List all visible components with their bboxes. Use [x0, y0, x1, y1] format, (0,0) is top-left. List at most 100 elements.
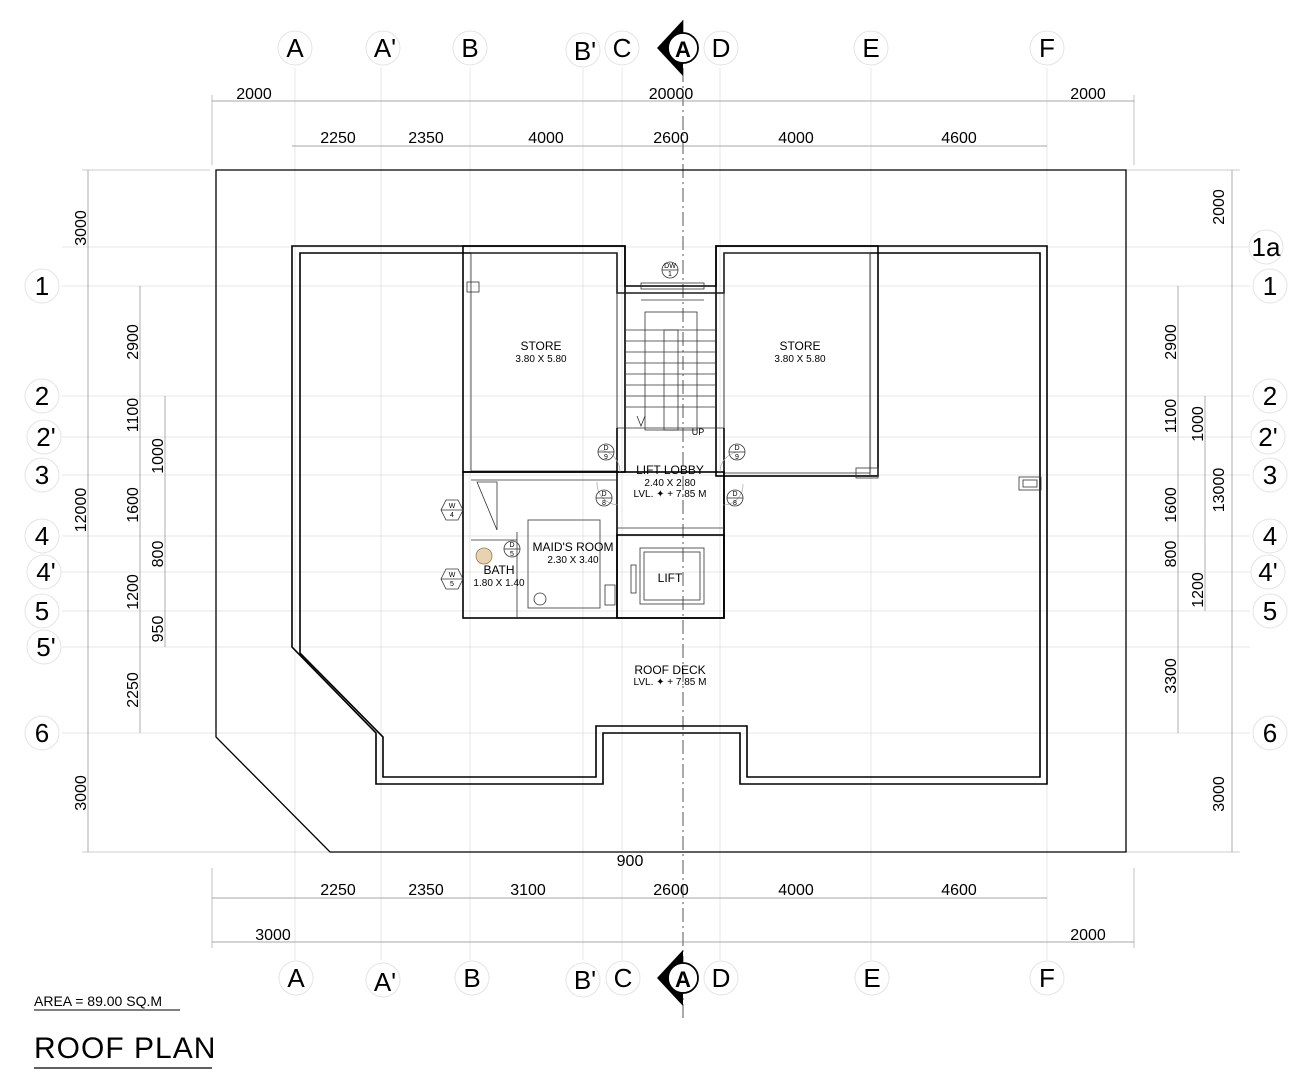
- right-row-label: 6: [1263, 718, 1277, 748]
- grid-lines: [62, 68, 1250, 960]
- dimension-text: 4600: [941, 130, 977, 147]
- dimension-text: 2000: [1070, 927, 1106, 944]
- bed: [527, 519, 601, 609]
- tag-bottom: 9: [735, 454, 739, 461]
- lift-shaft: [616, 534, 725, 619]
- room-name-roof-deck: ROOF DECK: [634, 663, 705, 677]
- lift-car: [639, 547, 705, 605]
- room-level-lift-lobby: LVL. ✦ + 7.85 M: [634, 489, 707, 500]
- tag-bottom: 8: [733, 500, 737, 507]
- dimension-text: 2900: [1163, 324, 1180, 360]
- tag-top: D: [509, 542, 514, 549]
- left-row-label: 2: [35, 381, 49, 411]
- dimension-text: 1600: [1163, 487, 1180, 523]
- dimension-text: 2250: [320, 882, 356, 899]
- bottom-col-label: A': [374, 967, 396, 997]
- dimension-text: 2900: [125, 324, 142, 360]
- drawing-title: ROOF PLAN: [34, 1032, 216, 1065]
- tag-top: W: [449, 572, 456, 579]
- right-row-label: 1a: [1252, 232, 1281, 262]
- parapet-inner: [299, 252, 1041, 778]
- roof-slab-outline: [215, 169, 1127, 853]
- tag-top: W: [449, 503, 456, 510]
- tag-bottom: 5: [450, 581, 454, 588]
- dimension-text: 800: [1163, 541, 1180, 568]
- dimension-text: 800: [150, 541, 167, 568]
- dimension-text: 2000: [236, 86, 272, 103]
- right-row-label: 2': [1258, 422, 1277, 452]
- top-col-label: F: [1039, 33, 1055, 63]
- bottom-col-label: C: [614, 963, 633, 993]
- tag-bottom: 5: [510, 551, 514, 558]
- dimension-lines: [82, 95, 1240, 948]
- tag-bottom: 1: [668, 271, 672, 278]
- dimension-text: 20000: [649, 86, 694, 103]
- room-name-lift-lobby: LIFT LOBBY: [636, 463, 704, 477]
- room-level-roof-deck: LVL. ✦ + 7.85 M: [634, 677, 707, 688]
- dimension-text: 2000: [1070, 86, 1106, 103]
- dimension-text: 3100: [510, 882, 546, 899]
- top-col-label: B: [461, 33, 478, 63]
- stair: [616, 282, 725, 431]
- right-dimensions: 2000 13000 3000 2900 1100 1600 1200 3300…: [1163, 189, 1228, 812]
- room-name-bath: BATH: [483, 563, 514, 577]
- left-row-label: 3: [35, 460, 49, 490]
- roof-vent: [1018, 476, 1042, 491]
- left-row-label: 6: [35, 718, 49, 748]
- dimension-text: 2250: [125, 672, 142, 708]
- room-name-lift: LIFT: [658, 571, 683, 585]
- tag-top: D: [732, 491, 737, 498]
- dimension-text: 1100: [1163, 399, 1180, 434]
- bottom-column-bubbles: A A' B B' C D E F: [278, 960, 1065, 998]
- dimension-text: 13000: [1211, 468, 1228, 513]
- room-size-lift-lobby: 2.40 X 2.80: [644, 478, 696, 489]
- section-marker-label: A: [675, 37, 691, 62]
- dimension-text: 900: [617, 853, 644, 870]
- top-col-label: D: [712, 33, 731, 63]
- door-window-tags: DW 1 D 9 D 9 D 8 D 8 D 5 W 4 W 5 UP: [440, 261, 746, 590]
- room-labels: STORE 3.80 X 5.80 STORE 3.80 X 5.80 LIFT…: [473, 339, 826, 688]
- right-row-label: 4: [1263, 521, 1277, 551]
- room-name-store-left: STORE: [520, 339, 561, 353]
- dimension-text: 1000: [1190, 406, 1207, 442]
- right-row-label: 5: [1263, 596, 1277, 626]
- left-row-label: 2': [36, 422, 55, 452]
- dimension-text: 1200: [125, 574, 142, 610]
- tag-bottom: 4: [450, 512, 454, 519]
- right-row-label: 2: [1263, 381, 1277, 411]
- dimension-text: 1200: [1190, 572, 1207, 608]
- room-name-maids-room: MAID'S ROOM: [533, 540, 614, 554]
- room-size-bath: 1.80 X 1.40: [473, 578, 525, 589]
- top-col-label: C: [613, 33, 632, 63]
- left-row-label: 1: [35, 271, 49, 301]
- dimension-text: 950: [150, 616, 167, 643]
- dimension-text: 2350: [408, 130, 444, 147]
- dimension-text: 3000: [255, 927, 291, 944]
- dimension-text: 1100: [125, 398, 142, 433]
- section-marker-label: A: [675, 967, 691, 992]
- dimension-text: 1000: [150, 438, 167, 474]
- dimension-text: 3000: [1211, 776, 1228, 812]
- right-row-label: 3: [1263, 460, 1277, 490]
- column: [466, 281, 480, 293]
- left-row-label: 5: [35, 596, 49, 626]
- bottom-col-label: A: [287, 963, 305, 993]
- left-row-label: 4': [36, 557, 55, 587]
- dimension-text: 2000: [1211, 189, 1228, 225]
- tag-top: D: [603, 445, 608, 452]
- tag-bottom: 9: [604, 454, 608, 461]
- room-name-store-right: STORE: [779, 339, 820, 353]
- section-marker-bottom: A: [657, 950, 699, 1006]
- right-row-label: 1: [1263, 271, 1277, 301]
- dimension-text: 2600: [653, 130, 689, 147]
- tag-top: D: [601, 491, 606, 498]
- tag-top: D: [734, 445, 739, 452]
- bottom-col-label: F: [1039, 963, 1055, 993]
- left-row-bubbles: 1 2 2' 3 4 4' 5 5' 6: [24, 268, 62, 751]
- room-size-store-left: 3.80 X 5.80: [515, 354, 567, 365]
- right-row-label: 4': [1258, 557, 1277, 587]
- bottom-col-label: B: [463, 963, 480, 993]
- column: [855, 467, 879, 479]
- store-right-room: [715, 245, 879, 477]
